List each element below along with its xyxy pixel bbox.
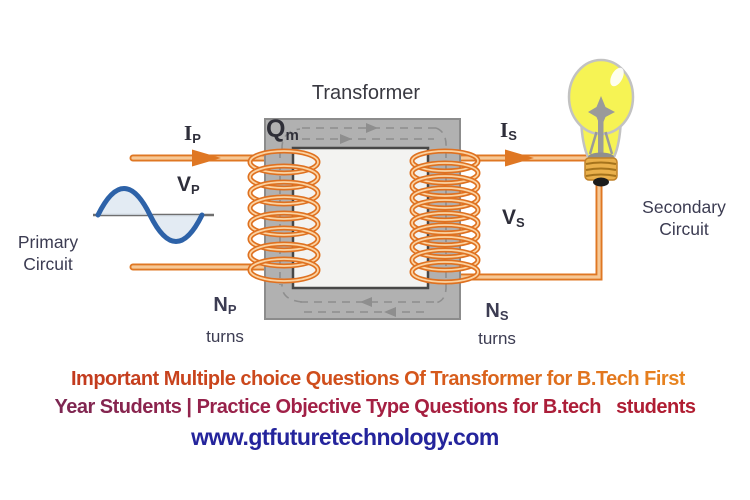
- flux-label: Qm: [266, 115, 299, 144]
- bulb-base: [584, 157, 618, 187]
- flux-arrows: [340, 123, 396, 317]
- bulb-filament: [588, 96, 615, 156]
- primary-turns-label: NP turns: [206, 294, 244, 347]
- primary-wires: [129, 149, 287, 271]
- ac-sine-wave: [93, 186, 214, 244]
- secondary-turns-label: NS turns: [478, 300, 516, 349]
- primary-voltage-label: VP: [177, 173, 200, 197]
- diagram-title: Transformer: [311, 82, 421, 104]
- secondary-current-arrow: [505, 149, 534, 167]
- caption-line-1: Important Multiple choice Questions Of T…: [71, 368, 686, 390]
- secondary-current-label: IS: [500, 118, 517, 143]
- primary-current-label: IP: [184, 121, 201, 146]
- secondary-voltage-label: VS: [502, 206, 525, 230]
- website-link[interactable]: www.gtfuturetechnology.com: [191, 424, 499, 450]
- primary-current-arrow: [192, 149, 221, 167]
- light-bulb-icon: [567, 58, 635, 187]
- secondary-circuit-label: Secondary Circuit: [642, 197, 726, 239]
- primary-circuit-label: Primary Circuit: [17, 232, 79, 274]
- caption-line-2: Year Students | Practice Objective Type …: [54, 396, 696, 418]
- secondary-wires: [446, 149, 603, 281]
